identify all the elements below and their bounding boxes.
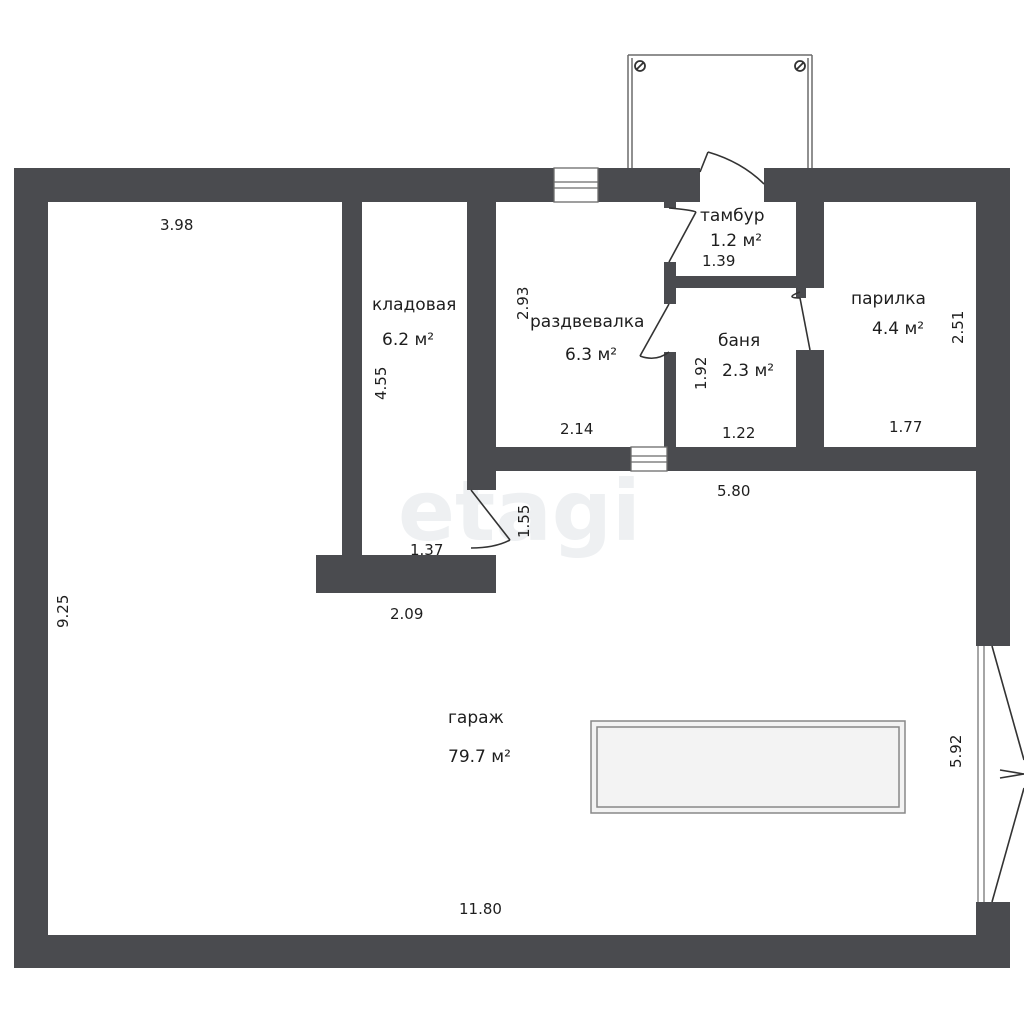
window-inner	[630, 446, 668, 472]
room-name-pantry: кладовая	[372, 295, 456, 315]
room-area-garage: 79.7 м²	[448, 747, 511, 767]
dim-garage-top: 3.98	[160, 216, 193, 234]
dim-garage-bottom: 11.80	[459, 900, 502, 918]
dim-steam-height: 2.51	[949, 311, 967, 344]
dim-vestibule-width: 1.39	[702, 252, 735, 270]
room-name-garage: гараж	[448, 708, 504, 728]
room-name-vestibule: тамбур	[700, 206, 764, 226]
room-area-dressing: 6.3 м²	[565, 345, 617, 365]
dim-dressing-height: 2.93	[514, 287, 532, 320]
dim-block-width: 5.80	[717, 482, 750, 500]
room-name-dressing: раздвевалка	[530, 312, 644, 332]
dim-garage-left: 9.25	[54, 595, 72, 628]
dim-bath-width: 1.22	[722, 424, 755, 442]
room-area-steam: 4.4 м²	[872, 319, 924, 339]
room-name-bath: баня	[718, 331, 760, 351]
gate-opening	[977, 646, 985, 902]
dim-dressing-width: 2.14	[560, 420, 593, 438]
dim-pantry-door: 1.55	[515, 505, 533, 538]
dim-bath-height: 1.92	[692, 357, 710, 390]
room-name-steam: парилка	[851, 289, 926, 309]
dim-pantry-width: 1.37	[410, 541, 443, 559]
inspection-pit	[590, 720, 906, 814]
dim-pantry-height: 4.55	[372, 367, 390, 400]
porch	[627, 54, 813, 170]
window-top	[553, 167, 599, 203]
watermark: etagi	[398, 462, 641, 560]
room-area-pantry: 6.2 м²	[382, 330, 434, 350]
room-area-vestibule: 1.2 м²	[710, 231, 762, 251]
walls	[14, 168, 1010, 968]
doors	[470, 151, 1024, 903]
dim-garage-right: 5.92	[947, 735, 965, 768]
dim-pantry-outer: 2.09	[390, 605, 423, 623]
room-area-bath: 2.3 м²	[722, 361, 774, 381]
porch-post-icon	[634, 60, 806, 72]
dim-steam-width: 1.77	[889, 418, 922, 436]
